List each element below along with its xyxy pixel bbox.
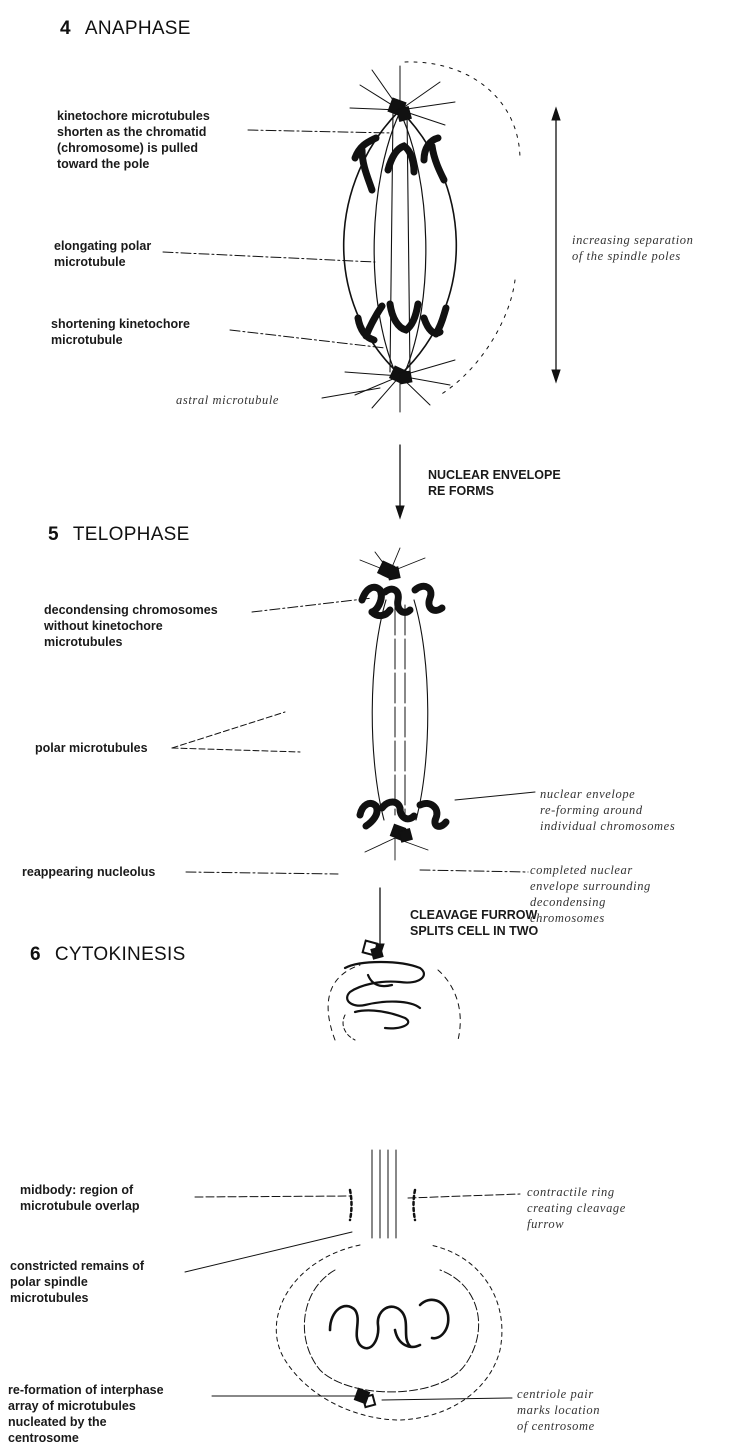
arrow-to-telophase [396, 445, 404, 518]
leader-midbody [195, 1196, 350, 1197]
leader-envelope [455, 792, 535, 800]
leader-astral [322, 388, 380, 398]
leader-kinetochore [248, 130, 392, 133]
separation-arrow [552, 108, 560, 382]
leader-polar-2 [172, 748, 300, 752]
telophase-leaders [172, 598, 535, 800]
leader-completed-envelope [420, 870, 528, 872]
anaphase-spindle [344, 62, 520, 412]
leader-polar-1 [172, 712, 285, 748]
telophase-centrosome-top [378, 561, 401, 580]
anaphase-chromatids-bottom [358, 304, 446, 340]
anaphase-chromatids-top [355, 138, 444, 190]
bottom-nucleus-chromosomes [330, 1300, 448, 1348]
anaphase-leaders [163, 130, 392, 398]
telophase-chromosomes-bottom [360, 802, 446, 826]
telophase-centrosome-bottom [390, 824, 412, 842]
midbody [350, 1150, 415, 1238]
leader-centriole [382, 1398, 512, 1400]
leader-contractile [408, 1194, 520, 1198]
leader-constricted [185, 1232, 352, 1272]
telophase-spindle [360, 548, 428, 860]
leader-decondensing [252, 598, 372, 612]
top-nucleus-chromosomes [345, 962, 424, 1028]
leader-nucleolus [186, 872, 338, 874]
telophase-chromosomes-top [362, 586, 442, 615]
bottom-daughter-cell [276, 1245, 502, 1420]
